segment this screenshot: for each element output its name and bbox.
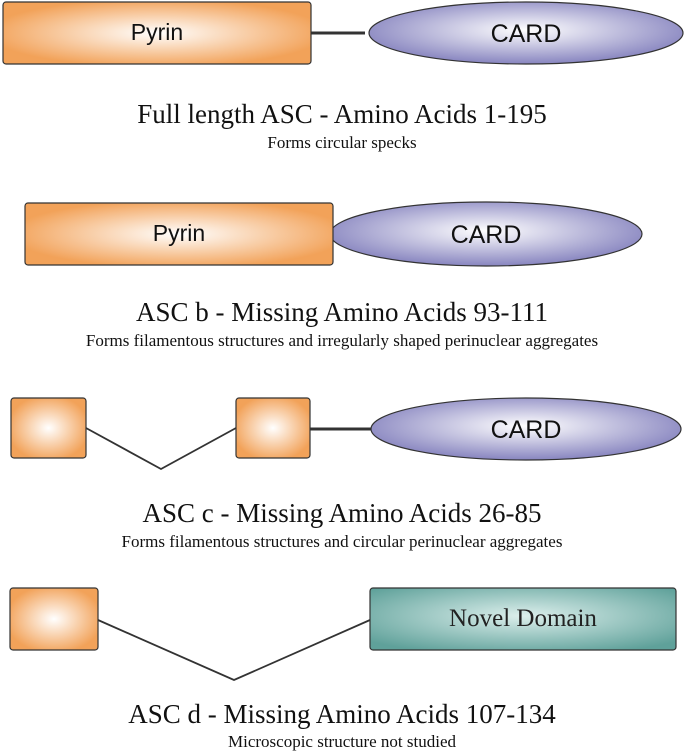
isoform-title: ASC d - Missing Amino Acids 107-134 bbox=[128, 699, 556, 729]
pyrin-domain-label: Pyrin bbox=[153, 220, 205, 246]
pyrin-domain bbox=[2, 1, 312, 65]
isoform-title: Full length ASC - Amino Acids 1-195 bbox=[137, 99, 547, 129]
isoform-full-length: Pyrin CARD Full length ASC - Amino Acids… bbox=[2, 1, 684, 152]
isoform-title: ASC b - Missing Amino Acids 93-111 bbox=[136, 297, 548, 327]
isoform-asc-c: CARD ASC c - Missing Amino Acids 26-85 F… bbox=[10, 397, 682, 551]
card-domain-label: CARD bbox=[451, 221, 522, 249]
pyrin-fragment bbox=[9, 587, 99, 651]
isoform-note: Forms filamentous structures and irregul… bbox=[86, 331, 598, 350]
isoform-title: ASC c - Missing Amino Acids 26-85 bbox=[142, 498, 541, 528]
isoform-asc-b: CARD Pyrin ASC b - Missing Amino Acids 9… bbox=[24, 201, 643, 350]
isoform-asc-d: Novel Domain ASC d - Missing Amino Acids… bbox=[9, 587, 677, 751]
novel-domain-label: Novel Domain bbox=[449, 605, 597, 632]
pyrin-fragment-right bbox=[235, 397, 311, 459]
pyrin-domain bbox=[24, 202, 334, 266]
pyrin-domain-label: Pyrin bbox=[131, 19, 183, 45]
novel-domain bbox=[369, 587, 677, 651]
isoform-note: Microscopic structure not studied bbox=[228, 732, 457, 751]
card-domain-label: CARD bbox=[491, 20, 562, 48]
splice-line bbox=[85, 427, 237, 471]
card-domain-label: CARD bbox=[491, 416, 562, 444]
isoform-note: Forms circular specks bbox=[267, 133, 416, 152]
isoform-note: Forms filamentous structures and circula… bbox=[122, 532, 563, 551]
card-domain bbox=[368, 1, 684, 65]
card-domain bbox=[370, 397, 682, 461]
splice-line bbox=[97, 619, 371, 681]
pyrin-fragment-left bbox=[10, 397, 87, 459]
